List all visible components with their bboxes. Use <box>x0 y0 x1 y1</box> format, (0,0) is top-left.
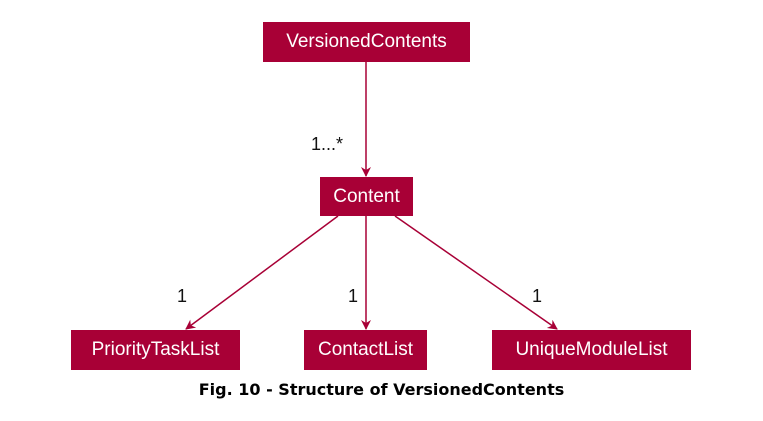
node-content: Content <box>320 177 413 216</box>
node-unique-module-list: UniqueModuleList <box>492 330 691 370</box>
figure-caption: Fig. 10 - Structure of VersionedContents <box>198 380 565 399</box>
multiplicity-versioned-to-content: 1...* <box>311 134 344 154</box>
node-contact-list: ContactList <box>304 330 427 370</box>
node-versioned-contents: VersionedContents <box>263 22 470 62</box>
multiplicity-content-to-contact: 1 <box>348 286 359 306</box>
edge-content-to-priority <box>185 215 339 330</box>
multiplicity-content-to-priority: 1 <box>177 286 188 306</box>
edge-content-to-unique <box>394 215 558 330</box>
node-priority-task-list: PriorityTaskList <box>71 330 240 370</box>
multiplicity-content-to-unique: 1 <box>532 286 543 306</box>
